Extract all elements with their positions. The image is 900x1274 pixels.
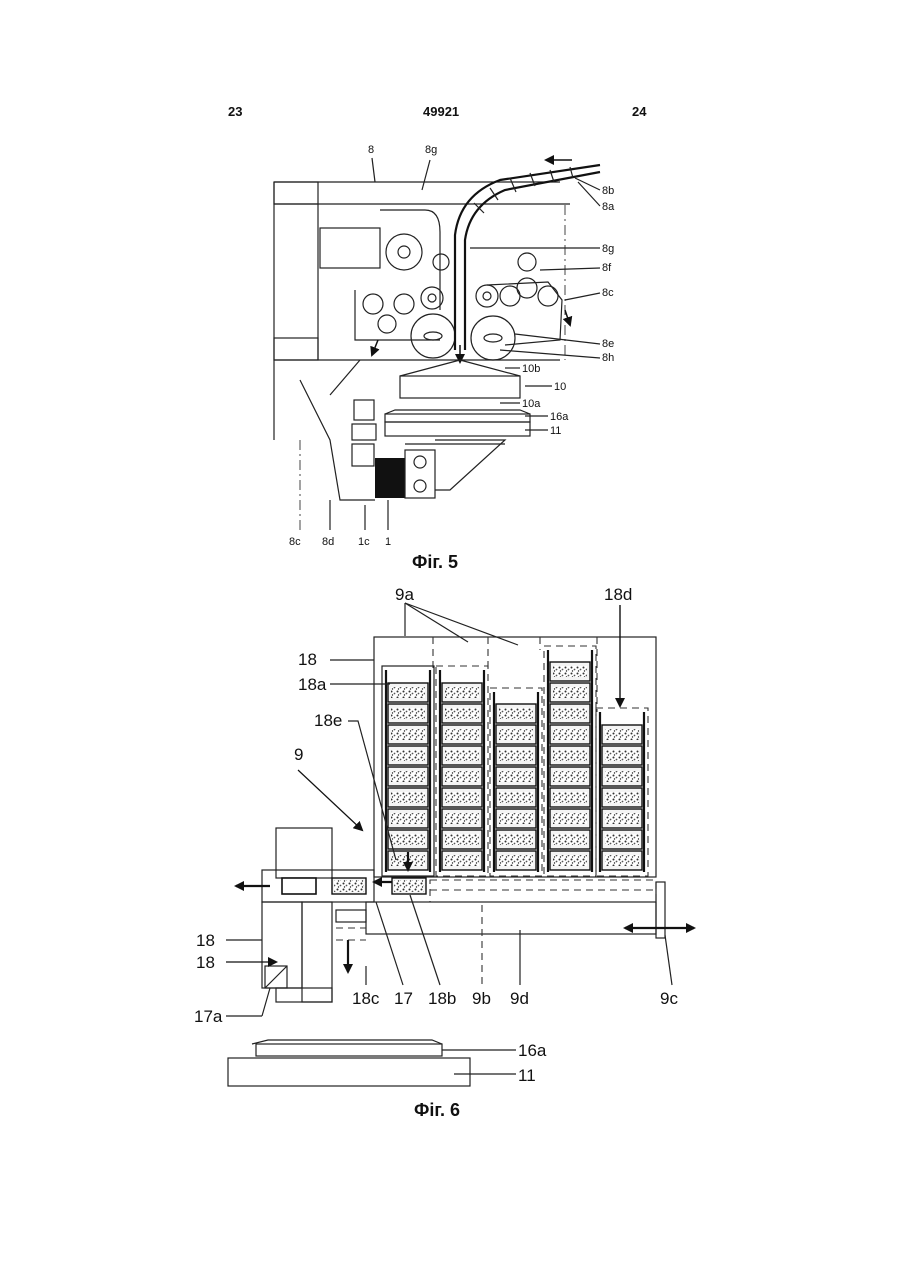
- fig6-label-9d: 9d: [510, 989, 529, 1008]
- filter-block-fill: [553, 666, 587, 677]
- fig6-label-9c: 9c: [660, 989, 678, 1008]
- filter-block-fill: [391, 834, 425, 845]
- fig6-label-18a: 18a: [298, 675, 327, 694]
- fig5-label-8c-bottom: 8c: [289, 536, 301, 548]
- fig6-label-17a: 17a: [194, 1007, 223, 1026]
- filter-block-fill: [605, 729, 639, 740]
- fig6-label-9b: 9b: [472, 989, 491, 1008]
- fig6-label-9: 9: [294, 745, 303, 764]
- fig5-label-8f: 8f: [602, 262, 612, 274]
- filter-block-fill: [605, 855, 639, 866]
- filter-block-fill: [553, 750, 587, 761]
- fig5-label-8: 8: [368, 144, 374, 156]
- fig6-label-17: 17: [394, 989, 413, 1008]
- filter-block-fill: [553, 708, 587, 719]
- figure-5: [274, 158, 600, 530]
- fig5-label-1c: 1c: [358, 536, 370, 548]
- filter-block-fill: [445, 771, 479, 782]
- filter-block-fill: [499, 771, 533, 782]
- filter-block-fill: [445, 708, 479, 719]
- fig5-caption: Фіг. 5: [412, 552, 458, 572]
- fig5-label-11: 11: [550, 425, 561, 437]
- filter-block-fill: [499, 750, 533, 761]
- filter-block-fill: [391, 708, 425, 719]
- fig5-label-8g-top: 8g: [425, 144, 437, 156]
- fig5-label-8d: 8d: [322, 536, 334, 548]
- fig6-caption: Фіг. 6: [414, 1100, 460, 1120]
- fig6-label-11: 11: [518, 1066, 536, 1085]
- fig6-label-18-left2: 18: [196, 953, 215, 972]
- filter-block-fill: [605, 813, 639, 824]
- filter-block-fill: [553, 687, 587, 698]
- filter-block-fill: [391, 729, 425, 740]
- filter-block-fill: [499, 834, 533, 845]
- filter-block-fill: [445, 834, 479, 845]
- fig6-label-18d: 18d: [604, 585, 632, 604]
- filter-block-fill: [391, 813, 425, 824]
- filter-block-fill: [445, 750, 479, 761]
- filter-block-fill: [445, 855, 479, 866]
- fig6-label-18e: 18e: [314, 711, 342, 730]
- fig5-label-8c-right: 8c: [602, 287, 614, 299]
- filter-block-fill: [499, 855, 533, 866]
- filter-block-fill: [445, 813, 479, 824]
- fig6-label-16a: 16a: [518, 1041, 547, 1060]
- fig5-label-8h: 8h: [602, 352, 614, 364]
- fig5-label-10b: 10b: [522, 363, 540, 375]
- fig6-label-18: 18: [298, 650, 317, 669]
- filter-block-fill: [499, 813, 533, 824]
- filter-block-fill: [445, 729, 479, 740]
- filter-block-fill: [391, 687, 425, 698]
- filter-block-fill: [499, 729, 533, 740]
- filter-block-fill: [391, 792, 425, 803]
- fig5-label-10a: 10a: [522, 398, 541, 410]
- fig5-label-1: 1: [385, 536, 391, 548]
- filter-block-fill: [499, 708, 533, 719]
- filter-block-fill: [391, 771, 425, 782]
- filter-block-fill: [553, 729, 587, 740]
- filter-block-fill: [445, 792, 479, 803]
- filter-block-fill: [553, 855, 587, 866]
- fig5-label-8e: 8e: [602, 338, 614, 350]
- filter-block-fill: [553, 792, 587, 803]
- filter-block-fill: [553, 834, 587, 845]
- filter-block-fill: [553, 771, 587, 782]
- fig5-label-8g-mid: 8g: [602, 243, 614, 255]
- filter-block-fill: [553, 813, 587, 824]
- fig5-label-8a: 8a: [602, 201, 615, 213]
- fig5-label-10: 10: [554, 381, 566, 393]
- fig6-label-18b: 18b: [428, 989, 456, 1008]
- filter-block-fill: [605, 792, 639, 803]
- filter-block-fill: [391, 750, 425, 761]
- fig5-label-8b: 8b: [602, 185, 614, 197]
- filter-block-fill: [605, 834, 639, 845]
- filter-block-fill: [605, 750, 639, 761]
- fig6-label-18c: 18c: [352, 989, 380, 1008]
- filter-block-fill: [499, 792, 533, 803]
- fig6-label-18-left1: 18: [196, 931, 215, 950]
- filter-block-fill: [605, 771, 639, 782]
- fig6-label-9a: 9a: [395, 585, 414, 604]
- figure-6: [226, 603, 694, 1086]
- fig5-label-16a: 16a: [550, 411, 569, 423]
- filter-block-fill: [445, 687, 479, 698]
